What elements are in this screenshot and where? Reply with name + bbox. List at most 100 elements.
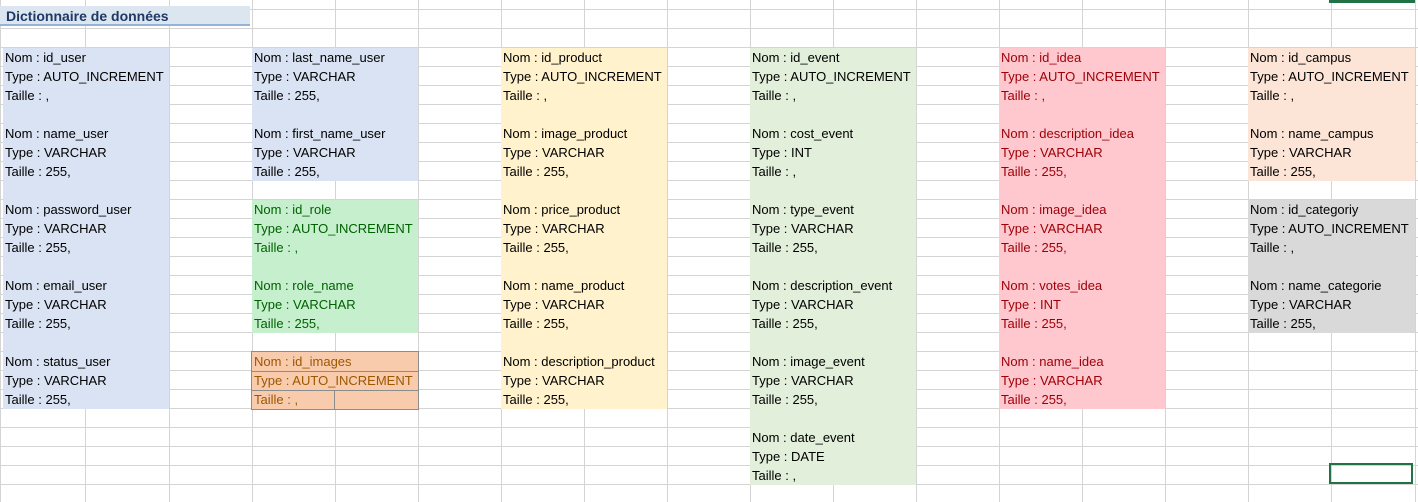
field-taille-cell[interactable]: Taille : 255, xyxy=(5,392,71,407)
field-type-cell[interactable]: Type : AUTO_INCREMENT xyxy=(1001,69,1160,84)
sheet-title[interactable]: Dictionnaire de données xyxy=(0,6,250,26)
field-type-cell[interactable]: Type : VARCHAR xyxy=(503,373,605,388)
field-taille-cell[interactable]: Taille : , xyxy=(5,88,50,103)
field-type-cell[interactable]: Type : VARCHAR xyxy=(503,145,605,160)
field-taille-cell[interactable]: Taille : 255, xyxy=(503,316,569,331)
field-nom-cell[interactable]: Nom : description_event xyxy=(752,278,893,293)
field-type-cell[interactable]: Type : AUTO_INCREMENT xyxy=(752,69,911,84)
field-taille-cell[interactable]: Taille : 255, xyxy=(1001,392,1067,407)
field-type-cell[interactable]: Type : VARCHAR xyxy=(254,297,356,312)
field-type-cell[interactable]: Type : AUTO_INCREMENT xyxy=(5,69,164,84)
field-nom-cell[interactable]: Nom : id_idea xyxy=(1001,50,1082,65)
field-taille-cell[interactable]: Taille : 255, xyxy=(5,240,71,255)
field-nom-cell[interactable]: Nom : id_role xyxy=(254,202,332,217)
field-nom-cell[interactable]: Nom : description_idea xyxy=(1001,126,1134,141)
field-type-cell[interactable]: Type : AUTO_INCREMENT xyxy=(254,221,413,236)
field-taille-cell[interactable]: Taille : 255, xyxy=(5,164,71,179)
field-nom-cell[interactable]: Nom : image_idea xyxy=(1001,202,1107,217)
field-nom-cell[interactable]: Nom : cost_event xyxy=(752,126,854,141)
field-nom-cell[interactable]: Nom : id_campus xyxy=(1250,50,1352,65)
field-type-cell[interactable]: Type : VARCHAR xyxy=(254,145,356,160)
field-type-cell[interactable]: Type : VARCHAR xyxy=(5,145,107,160)
field-nom-cell[interactable]: Nom : name_categorie xyxy=(1250,278,1382,293)
field-type-cell[interactable]: Type : AUTO_INCREMENT xyxy=(503,69,662,84)
field-taille-cell[interactable]: Taille : 255, xyxy=(254,164,320,179)
field-type-cell[interactable]: Type : DATE xyxy=(752,449,825,464)
field-taille-cell[interactable]: Taille : , xyxy=(752,468,797,483)
field-nom-cell[interactable]: Nom : id_user xyxy=(5,50,86,65)
field-nom-cell[interactable]: Nom : role_name xyxy=(254,278,354,293)
field-taille-cell[interactable]: Taille : 255, xyxy=(254,88,320,103)
field-type-cell[interactable]: Type : VARCHAR xyxy=(503,221,605,236)
field-nom-cell[interactable]: Nom : last_name_user xyxy=(254,50,385,65)
field-nom-cell[interactable]: Nom : id_categoriy xyxy=(1250,202,1359,217)
field-taille-cell[interactable]: Taille : 255, xyxy=(1001,316,1067,331)
field-taille-cell[interactable]: Taille : 255, xyxy=(503,164,569,179)
field-nom-cell[interactable]: Nom : name_user xyxy=(5,126,109,141)
field-nom-cell[interactable]: Nom : first_name_user xyxy=(254,126,386,141)
field-taille-cell[interactable]: Taille : , xyxy=(254,240,299,255)
field-nom-cell[interactable]: Nom : name_campus xyxy=(1250,126,1374,141)
field-nom-cell[interactable]: Nom : name_product xyxy=(503,278,625,293)
field-type-cell[interactable]: Type : INT xyxy=(1001,297,1061,312)
field-nom-cell[interactable]: Nom : status_user xyxy=(5,354,111,369)
field-taille-cell[interactable]: Taille : 255, xyxy=(503,240,569,255)
field-taille-cell[interactable]: Taille : 255, xyxy=(503,392,569,407)
field-nom-cell[interactable]: Nom : password_user xyxy=(5,202,132,217)
field-taille-cell[interactable]: Taille : 255, xyxy=(752,240,818,255)
field-taille-cell[interactable]: Taille : 255, xyxy=(752,392,818,407)
field-taille-cell[interactable]: Taille : 255, xyxy=(1001,240,1067,255)
active-cell-selection[interactable] xyxy=(1329,463,1413,484)
field-type-cell[interactable]: Type : VARCHAR xyxy=(752,297,854,312)
field-nom-cell[interactable]: Nom : image_event xyxy=(752,354,865,369)
field-taille-cell[interactable]: Taille : , xyxy=(752,88,797,103)
field-type-cell[interactable]: Type : VARCHAR xyxy=(1001,221,1103,236)
field-nom-cell[interactable]: Nom : image_product xyxy=(503,126,628,141)
field-type-cell[interactable]: Type : VARCHAR xyxy=(752,221,854,236)
field-type-cell[interactable]: Type : VARCHAR xyxy=(5,373,107,388)
field-taille-cell[interactable]: Taille : 255, xyxy=(254,316,320,331)
field-type-cell[interactable]: Type : VARCHAR xyxy=(503,297,605,312)
field-type-cell[interactable]: Type : VARCHAR xyxy=(1250,297,1352,312)
field-taille-cell[interactable]: Taille : , xyxy=(752,164,797,179)
field-nom-cell[interactable]: Nom : id_images xyxy=(254,354,352,369)
field-nom-cell[interactable]: Nom : description_product xyxy=(503,354,655,369)
field-nom-cell[interactable]: Nom : date_event xyxy=(752,430,855,445)
field-type-cell[interactable]: Type : VARCHAR xyxy=(752,373,854,388)
field-nom-cell[interactable]: Nom : name_idea xyxy=(1001,354,1104,369)
field-taille-cell[interactable]: Taille : , xyxy=(254,392,299,407)
field-taille-cell[interactable]: Taille : 255, xyxy=(5,316,71,331)
field-taille-cell[interactable]: Taille : 255, xyxy=(1001,164,1067,179)
cell-border xyxy=(252,371,418,372)
field-type-cell[interactable]: Type : VARCHAR xyxy=(1001,145,1103,160)
field-nom-cell[interactable]: Nom : email_user xyxy=(5,278,107,293)
field-taille-cell[interactable]: Taille : 255, xyxy=(1250,316,1316,331)
field-taille-cell[interactable]: Taille : , xyxy=(1250,88,1295,103)
field-taille-cell[interactable]: Taille : , xyxy=(1001,88,1046,103)
field-nom-cell[interactable]: Nom : type_event xyxy=(752,202,854,217)
field-nom-cell[interactable]: Nom : votes_idea xyxy=(1001,278,1103,293)
field-taille-cell[interactable]: Taille : , xyxy=(503,88,548,103)
field-taille-cell[interactable]: Taille : , xyxy=(1250,240,1295,255)
field-type-cell[interactable]: Type : VARCHAR xyxy=(1250,145,1352,160)
field-taille-cell[interactable]: Taille : 255, xyxy=(1250,164,1316,179)
field-nom-cell[interactable]: Nom : id_event xyxy=(752,50,840,65)
field-type-cell[interactable]: Type : VARCHAR xyxy=(5,297,107,312)
field-type-cell[interactable]: Type : AUTO_INCREMENT xyxy=(254,373,413,388)
field-nom-cell[interactable]: Nom : id_product xyxy=(503,50,602,65)
field-type-cell[interactable]: Type : VARCHAR xyxy=(254,69,356,84)
field-type-cell[interactable]: Type : VARCHAR xyxy=(5,221,107,236)
field-type-cell[interactable]: Type : INT xyxy=(752,145,812,160)
field-type-cell[interactable]: Type : AUTO_INCREMENT xyxy=(1250,221,1409,236)
field-nom-cell[interactable]: Nom : price_product xyxy=(503,202,621,217)
field-taille-cell[interactable]: Taille : 255, xyxy=(752,316,818,331)
field-type-cell[interactable]: Type : AUTO_INCREMENT xyxy=(1250,69,1409,84)
field-type-cell[interactable]: Type : VARCHAR xyxy=(1001,373,1103,388)
